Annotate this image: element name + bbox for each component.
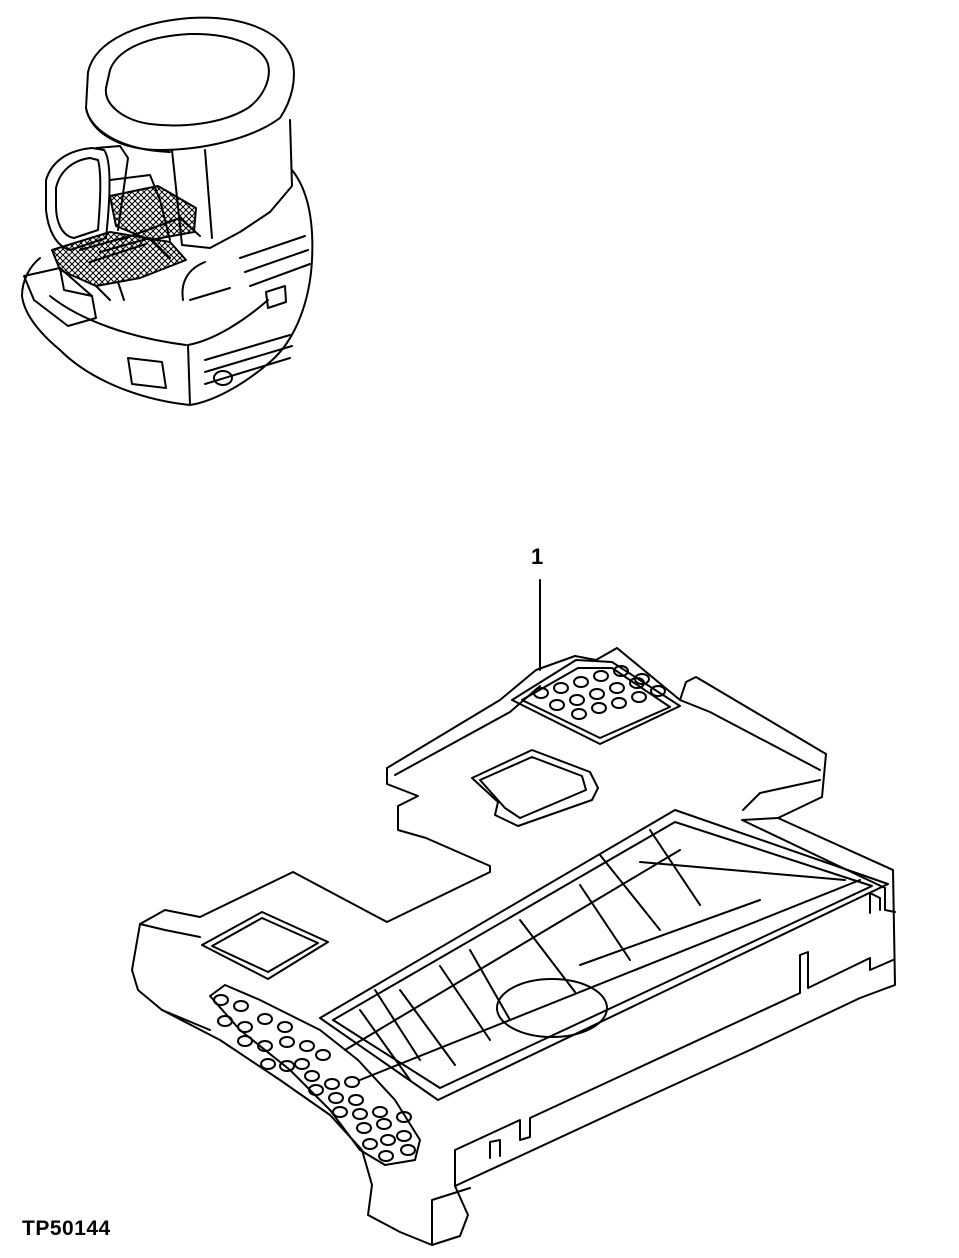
- drain-hole: [329, 1093, 343, 1103]
- pedal-opening: [472, 750, 598, 826]
- drain-hole: [381, 1135, 395, 1145]
- grid-frame: [320, 810, 888, 1100]
- drain-hole: [258, 1041, 272, 1051]
- drain-hole: [353, 1109, 367, 1119]
- drain-hole: [632, 692, 646, 702]
- callout-label-1: 1: [531, 544, 544, 569]
- drain-hole: [373, 1107, 387, 1117]
- drain-hole: [550, 700, 564, 710]
- drain-hole: [238, 1036, 252, 1046]
- drain-hole: [594, 671, 608, 681]
- drain-hole: [305, 1071, 319, 1081]
- drain-hole: [278, 1022, 292, 1032]
- drain-hole: [333, 1107, 347, 1117]
- drain-hole: [309, 1085, 323, 1095]
- drain-hole: [397, 1131, 411, 1141]
- drain-hole: [316, 1050, 330, 1060]
- drain-hole: [534, 688, 548, 698]
- drain-hole: [300, 1041, 314, 1051]
- drain-hole: [377, 1119, 391, 1129]
- drain-hole: [554, 683, 568, 693]
- figure-id-label: TP50144: [22, 1217, 111, 1240]
- canopy-pillar: [172, 120, 292, 248]
- drain-hole: [214, 995, 228, 1005]
- machine-overview-illustration: [22, 18, 312, 405]
- drain-hole: [630, 678, 644, 688]
- floor-mat-part: [132, 580, 895, 1245]
- guard-frame: [46, 148, 110, 250]
- drain-hole: [651, 686, 665, 696]
- drain-hole: [379, 1151, 393, 1161]
- drain-holes: [214, 666, 665, 1161]
- drain-hole: [295, 1059, 309, 1069]
- drain-hole: [592, 703, 606, 713]
- drain-hole: [280, 1037, 294, 1047]
- drain-hole: [397, 1112, 411, 1122]
- canopy-roof: [86, 18, 294, 150]
- drain-hole: [238, 1022, 252, 1032]
- heel-pad-bottom: [210, 985, 420, 1165]
- drain-hole: [570, 695, 584, 705]
- drain-hole: [572, 709, 586, 719]
- drain-hole: [280, 1061, 294, 1071]
- drain-hole: [614, 666, 628, 676]
- lever-opening: [497, 979, 607, 1037]
- drain-hole: [612, 698, 626, 708]
- drain-hole: [357, 1123, 371, 1133]
- drain-hole: [234, 1001, 248, 1011]
- drain-hole: [345, 1077, 359, 1087]
- drain-hole: [363, 1139, 377, 1149]
- drain-hole: [261, 1059, 275, 1069]
- drain-hole: [574, 677, 588, 687]
- floor-mat-highlight: [52, 232, 186, 286]
- drain-hole: [258, 1014, 272, 1024]
- drain-hole: [610, 683, 624, 693]
- drain-hole: [325, 1079, 339, 1089]
- drain-hole: [401, 1145, 415, 1155]
- drain-hole: [218, 1016, 232, 1026]
- drain-hole: [349, 1095, 363, 1105]
- drain-hole: [590, 689, 604, 699]
- left-cutout: [202, 912, 328, 979]
- counterweight: [188, 170, 312, 405]
- floor-mat-outline: [132, 648, 895, 1245]
